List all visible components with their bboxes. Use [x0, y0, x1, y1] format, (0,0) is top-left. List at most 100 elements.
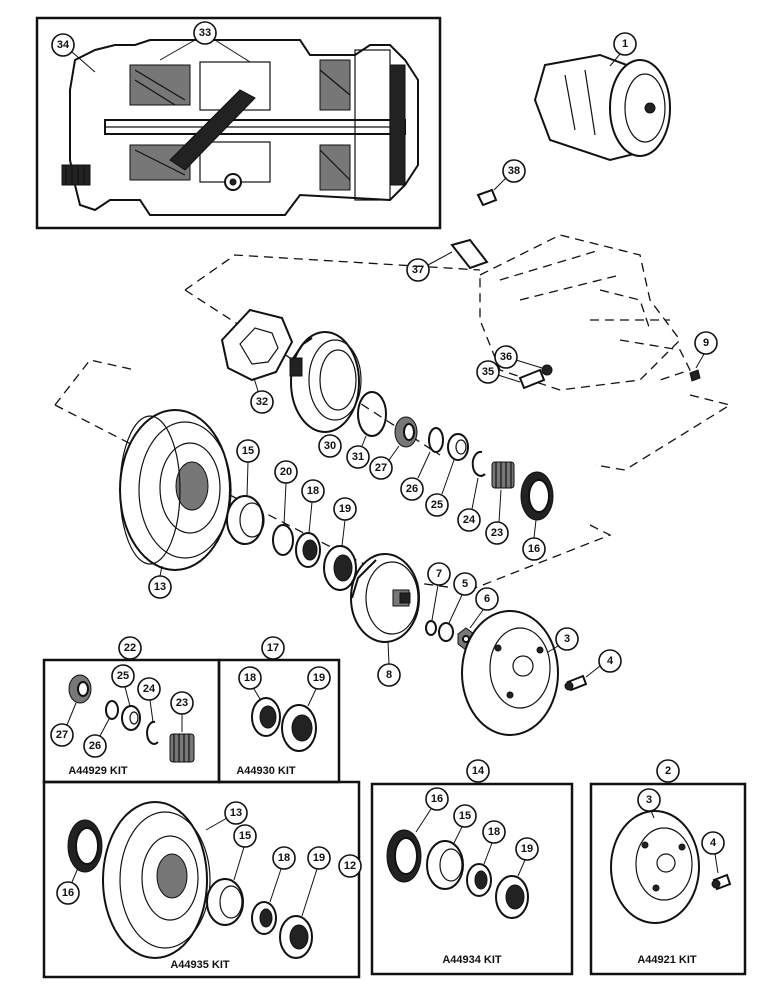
part-5-washer: 5	[438, 572, 477, 642]
callout-25	[425, 493, 449, 517]
part-31-snap-ring: 31	[346, 391, 387, 469]
callout-30	[318, 434, 342, 458]
callout-6	[475, 587, 499, 611]
callout-26b	[83, 734, 107, 758]
callout-13b	[224, 801, 248, 825]
callout-31-label: 31	[352, 451, 364, 463]
kit-box-a44935: 12 16 13 15 18 19 A44935 KIT	[42, 780, 362, 979]
callout-19c	[307, 846, 331, 870]
callout-34	[51, 33, 75, 57]
kit-label-a44929: A44929 KIT	[68, 765, 128, 777]
compressor-assembly: 1	[533, 32, 671, 162]
callout-15c-label: 15	[459, 810, 471, 822]
callout-19d	[515, 837, 539, 861]
callout-22-label: 22	[124, 642, 136, 654]
callout-9	[694, 331, 718, 355]
callout-26b-label: 26	[89, 740, 101, 752]
callout-17	[261, 636, 285, 660]
callout-1	[613, 32, 637, 56]
part-19-seal: 19	[323, 497, 357, 591]
callout-38	[502, 159, 526, 183]
callout-27-label: 27	[375, 462, 387, 474]
part-13-pulley: 13	[119, 409, 232, 599]
callout-4	[598, 649, 622, 673]
callout-16c	[425, 787, 449, 811]
parts-35-36: 36 35	[476, 345, 553, 390]
callout-17-label: 17	[267, 642, 279, 654]
part-25-sleeve: 25	[425, 433, 469, 517]
callout-27	[369, 456, 393, 480]
callout-14-label: 14	[472, 765, 485, 777]
callout-18d	[482, 820, 506, 844]
kit-label-a44930: A44930 KIT	[236, 765, 296, 777]
callout-36-label: 36	[500, 351, 512, 363]
callout-26-label: 26	[406, 483, 418, 495]
part-7-washer: 7	[425, 562, 451, 636]
callout-27b-label: 27	[56, 729, 68, 741]
callout-33	[193, 21, 217, 45]
callout-16c-label: 16	[431, 793, 443, 805]
part-3-cover: 3	[461, 610, 579, 736]
callout-5	[453, 572, 477, 596]
callout-24	[457, 508, 481, 532]
callout-25b-label: 25	[117, 670, 129, 682]
part-30-coil: 30	[289, 331, 362, 458]
callout-15c	[453, 804, 477, 828]
callout-19b-label: 19	[313, 672, 325, 684]
part-26-ring: 26	[400, 427, 444, 501]
callout-19-label: 19	[339, 503, 351, 515]
callout-4b-label: 4	[710, 837, 717, 849]
callout-23	[485, 521, 509, 545]
callout-12	[338, 854, 362, 878]
callout-23b-label: 23	[176, 697, 188, 709]
callout-32-label: 32	[256, 396, 268, 408]
callout-20-label: 20	[280, 466, 292, 478]
callout-37	[406, 258, 430, 282]
callout-30-label: 30	[324, 440, 336, 452]
callout-18	[301, 479, 325, 503]
callout-15b	[233, 824, 257, 848]
part-38-screw: 38	[476, 159, 526, 207]
kit-box-a44921: 2 3 4 A44921 KIT	[589, 759, 747, 976]
callout-16b-label: 16	[62, 887, 74, 899]
callout-9-label: 9	[703, 337, 709, 349]
callout-25-label: 25	[431, 499, 443, 511]
callout-3b	[637, 788, 661, 812]
part-18-seal: 18	[295, 479, 325, 568]
callout-35	[476, 360, 500, 384]
callout-13b-label: 13	[230, 807, 242, 819]
part-15-bearing: 15	[226, 439, 265, 545]
part-32-gasket: 32	[220, 308, 294, 414]
callout-3	[555, 627, 579, 651]
part-27-bearing: 27	[369, 416, 418, 480]
kit-box-a44934: 14 16 15 18 19 A44934 KIT	[370, 759, 574, 976]
callout-18-label: 18	[307, 485, 319, 497]
callout-7	[427, 562, 451, 586]
callout-5-label: 5	[462, 578, 468, 590]
callout-18b-label: 18	[244, 672, 256, 684]
callout-31	[346, 445, 370, 469]
callout-8-label: 8	[386, 669, 392, 681]
callout-4-label: 4	[607, 655, 614, 667]
callout-3b-label: 3	[646, 794, 652, 806]
kit-box-a44930: 17 18 19 A44930 KIT	[217, 636, 341, 784]
part-9-key: 9	[689, 331, 718, 382]
callout-16-label: 16	[528, 543, 540, 555]
callout-15-label: 15	[242, 445, 254, 457]
callout-3-label: 3	[564, 633, 570, 645]
callout-24b-label: 24	[143, 683, 156, 695]
callout-24-label: 24	[463, 514, 476, 526]
part-4-screw: 4	[564, 649, 622, 692]
callout-2	[656, 759, 680, 783]
callout-23-label: 23	[491, 527, 503, 539]
part-8-hub: 8	[350, 553, 420, 687]
callout-2-label: 2	[665, 765, 671, 777]
compressor-housing-dashed	[479, 234, 691, 391]
callout-27b	[50, 723, 74, 747]
callout-32	[250, 390, 274, 414]
kit-box-a44929: 22 27 26 25 24 23 A44929 KIT	[42, 636, 221, 784]
callout-22	[118, 636, 142, 660]
callout-19d-label: 19	[521, 843, 533, 855]
kit-label-a44921: A44921 KIT	[637, 954, 697, 966]
